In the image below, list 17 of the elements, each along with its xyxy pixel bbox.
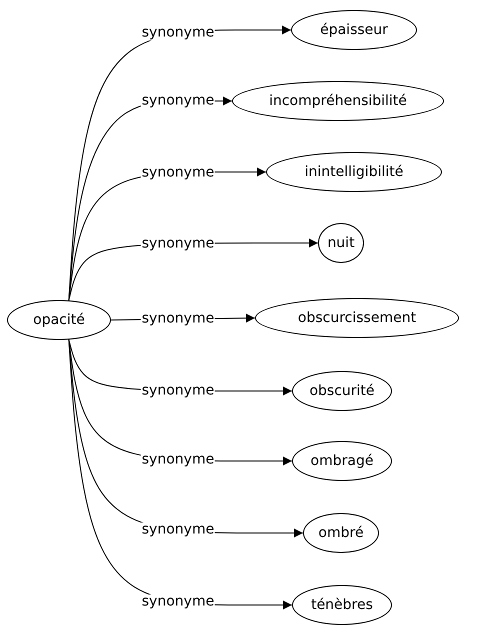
- node-text: obscurcissement: [298, 310, 416, 326]
- edge-label: synonyme: [140, 594, 216, 610]
- node-text: ombragé: [310, 453, 374, 469]
- edge-label: synonyme: [140, 452, 216, 468]
- node-text: incompréhensibilité: [269, 93, 407, 109]
- edge-label: synonyme: [140, 522, 216, 538]
- edge-label: synonyme: [140, 94, 216, 109]
- word-ellipse: [318, 223, 364, 263]
- node-text: nuit: [327, 235, 355, 251]
- node-text: ténèbres: [311, 597, 373, 613]
- node-text: épaisseur: [320, 22, 388, 38]
- edge-label: synonyme: [140, 312, 216, 327]
- edge-label: synonyme: [140, 26, 216, 41]
- node-text: ombré: [318, 525, 364, 541]
- node-text: obscurité: [309, 383, 375, 399]
- node-text: opacité: [33, 312, 85, 328]
- node-text: inintelligibilité: [304, 164, 404, 180]
